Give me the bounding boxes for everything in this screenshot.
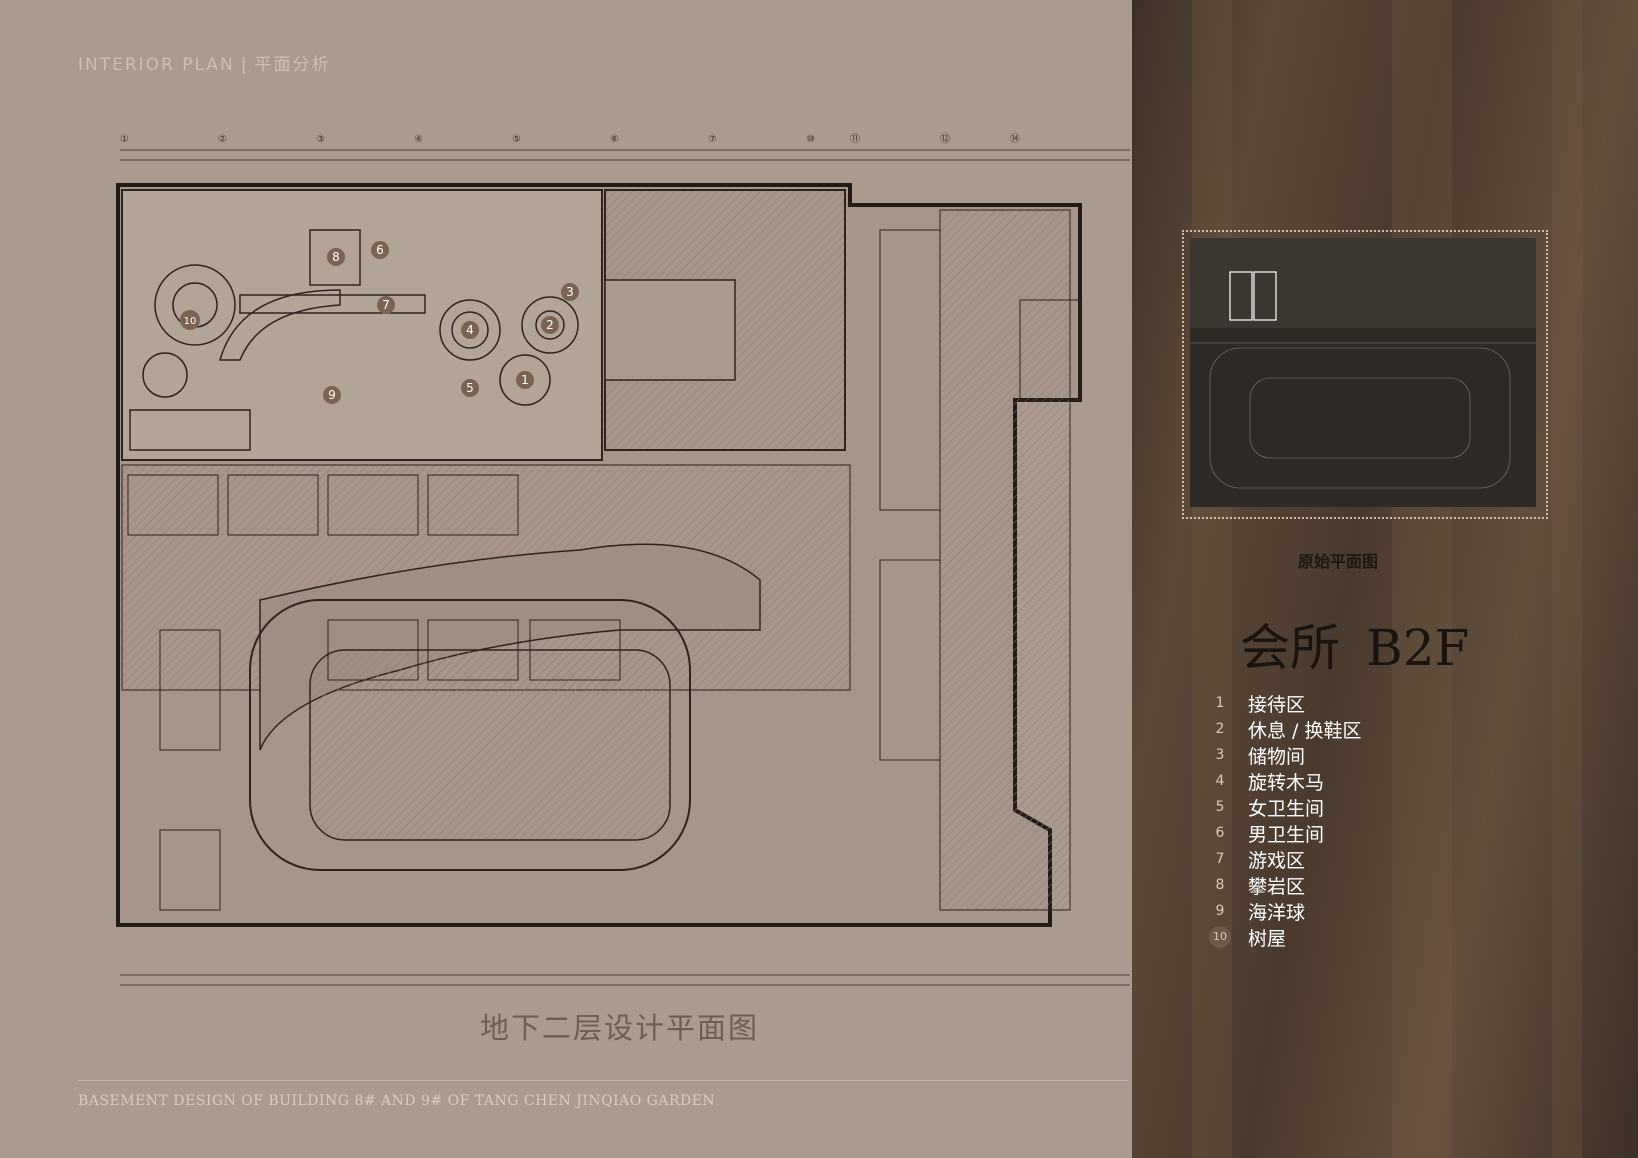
thumbnail-frame	[1182, 230, 1548, 519]
grid-label: ①	[120, 134, 129, 145]
clubhouse-features	[129, 229, 579, 451]
room-marker: 3	[561, 283, 579, 301]
legend-number: 5	[1215, 799, 1225, 815]
legend-label: 男卫生间	[1248, 823, 1325, 846]
room-markers: 1 2 3 4 5 6 7 8 9 10	[180, 241, 579, 404]
grid-label: ⑫	[940, 133, 950, 145]
grid-label: ⑦	[708, 134, 717, 145]
clubhouse-name: 会所	[1240, 619, 1340, 677]
legend-item: 10 树屋	[1200, 924, 1361, 950]
grid-label: ④	[414, 134, 423, 145]
legend-item: 6 男卫生间	[1200, 820, 1361, 846]
legend-item: 4 旋转木马	[1200, 768, 1361, 794]
grid-label: ⑪	[850, 133, 860, 145]
svg-text:8: 8	[332, 250, 340, 264]
grid-label: ⑩	[806, 134, 815, 145]
legend-label: 攀岩区	[1248, 875, 1306, 898]
plan-title: 地下二层设计平面图	[480, 1011, 760, 1045]
footer-caption: BASEMENT DESIGN OF BUILDING 8# AND 9# OF…	[78, 1093, 716, 1109]
legend-label: 女卫生间	[1248, 797, 1325, 820]
svg-text:4: 4	[466, 323, 474, 337]
grid-label: ⑭	[1010, 133, 1020, 145]
legend-item: 1 接待区	[1200, 690, 1361, 716]
legend-item: 3 储物间	[1200, 742, 1361, 768]
header-separator: |	[240, 55, 249, 75]
legend-label: 接待区	[1248, 693, 1306, 716]
grid-label: ⑤	[512, 134, 521, 145]
legend-item: 7 游戏区	[1200, 846, 1361, 872]
right-panel	[1132, 0, 1638, 1158]
drive-loop	[249, 599, 691, 871]
room-marker: 10	[180, 310, 200, 330]
room-marker: 4	[461, 321, 479, 339]
room-marker: 8	[327, 248, 345, 266]
svg-text:1: 1	[521, 373, 529, 387]
room-marker: 2	[541, 316, 559, 334]
legend-number: 10	[1209, 926, 1231, 948]
legend-number: 6	[1215, 825, 1225, 841]
legend-item: 8 攀岩区	[1200, 872, 1361, 898]
svg-text:5: 5	[466, 381, 474, 395]
legend-label: 旋转木马	[1248, 771, 1325, 794]
legend-number: 1	[1215, 695, 1225, 711]
floor-plan-drawing: ① ② ③ ④ ⑤ ⑥ ⑦ ⑩ ⑪ ⑫ ⑭	[116, 133, 1130, 986]
grid-label: ③	[316, 134, 325, 145]
room-marker: 5	[461, 379, 479, 397]
thumbnail-caption: 原始平面图	[1298, 552, 1379, 571]
legend-label: 休息 / 换鞋区	[1248, 719, 1362, 742]
svg-text:9: 9	[328, 388, 336, 402]
header-cn: 平面分析	[254, 55, 331, 75]
legend-item: 9 海洋球	[1200, 898, 1361, 924]
clubhouse-floor: B2F	[1366, 619, 1470, 677]
grid-labels-top: ① ② ③ ④ ⑤ ⑥ ⑦ ⑩ ⑪ ⑫ ⑭	[120, 133, 1020, 145]
grid-label: ②	[218, 134, 227, 145]
legend-item: 5 女卫生间	[1200, 794, 1361, 820]
left-panel: INTERIOR PLAN|平面分析 ① ② ③ ④ ⑤ ⑥ ⑦ ⑩ ⑪ ⑫ ⑭	[78, 50, 1130, 1109]
room-marker: 9	[323, 386, 341, 404]
legend-number: 7	[1215, 851, 1225, 867]
svg-text:2: 2	[546, 318, 554, 332]
svg-text:6: 6	[376, 243, 384, 257]
clubhouse-heading: 会所 B2F	[1240, 608, 1469, 680]
header-en: INTERIOR PLAN	[78, 55, 235, 75]
legend-number: 8	[1215, 877, 1225, 893]
legend-number: 4	[1215, 773, 1225, 789]
svg-text:10: 10	[184, 316, 197, 327]
legend-number: 2	[1215, 721, 1225, 737]
page-header: INTERIOR PLAN|平面分析	[78, 50, 330, 75]
legend-label: 储物间	[1248, 745, 1306, 768]
svg-text:3: 3	[566, 285, 574, 299]
legend-number: 3	[1215, 747, 1225, 763]
legend-list: 1 接待区 2 休息 / 换鞋区 3 储物间 4 旋转木马 5 女卫生间 6 男卫生间 7 游…	[1200, 690, 1361, 950]
svg-text:7: 7	[382, 298, 390, 312]
parking-island	[309, 649, 671, 841]
legend-item: 2 休息 / 换鞋区	[1200, 716, 1362, 742]
legend-label: 游戏区	[1248, 849, 1306, 872]
room-marker: 1	[516, 371, 534, 389]
footer-divider	[78, 1080, 1128, 1081]
parking-column-right	[939, 209, 1071, 911]
legend-label: 海洋球	[1248, 901, 1306, 924]
grid-label: ⑥	[610, 134, 619, 145]
legend-label: 树屋	[1248, 927, 1287, 950]
room-marker: 6	[371, 241, 389, 259]
original-plan-thumbnail	[1190, 238, 1536, 507]
legend-number: 9	[1215, 903, 1225, 919]
parking-stalls	[127, 229, 1081, 911]
room-marker: 7	[377, 296, 395, 314]
